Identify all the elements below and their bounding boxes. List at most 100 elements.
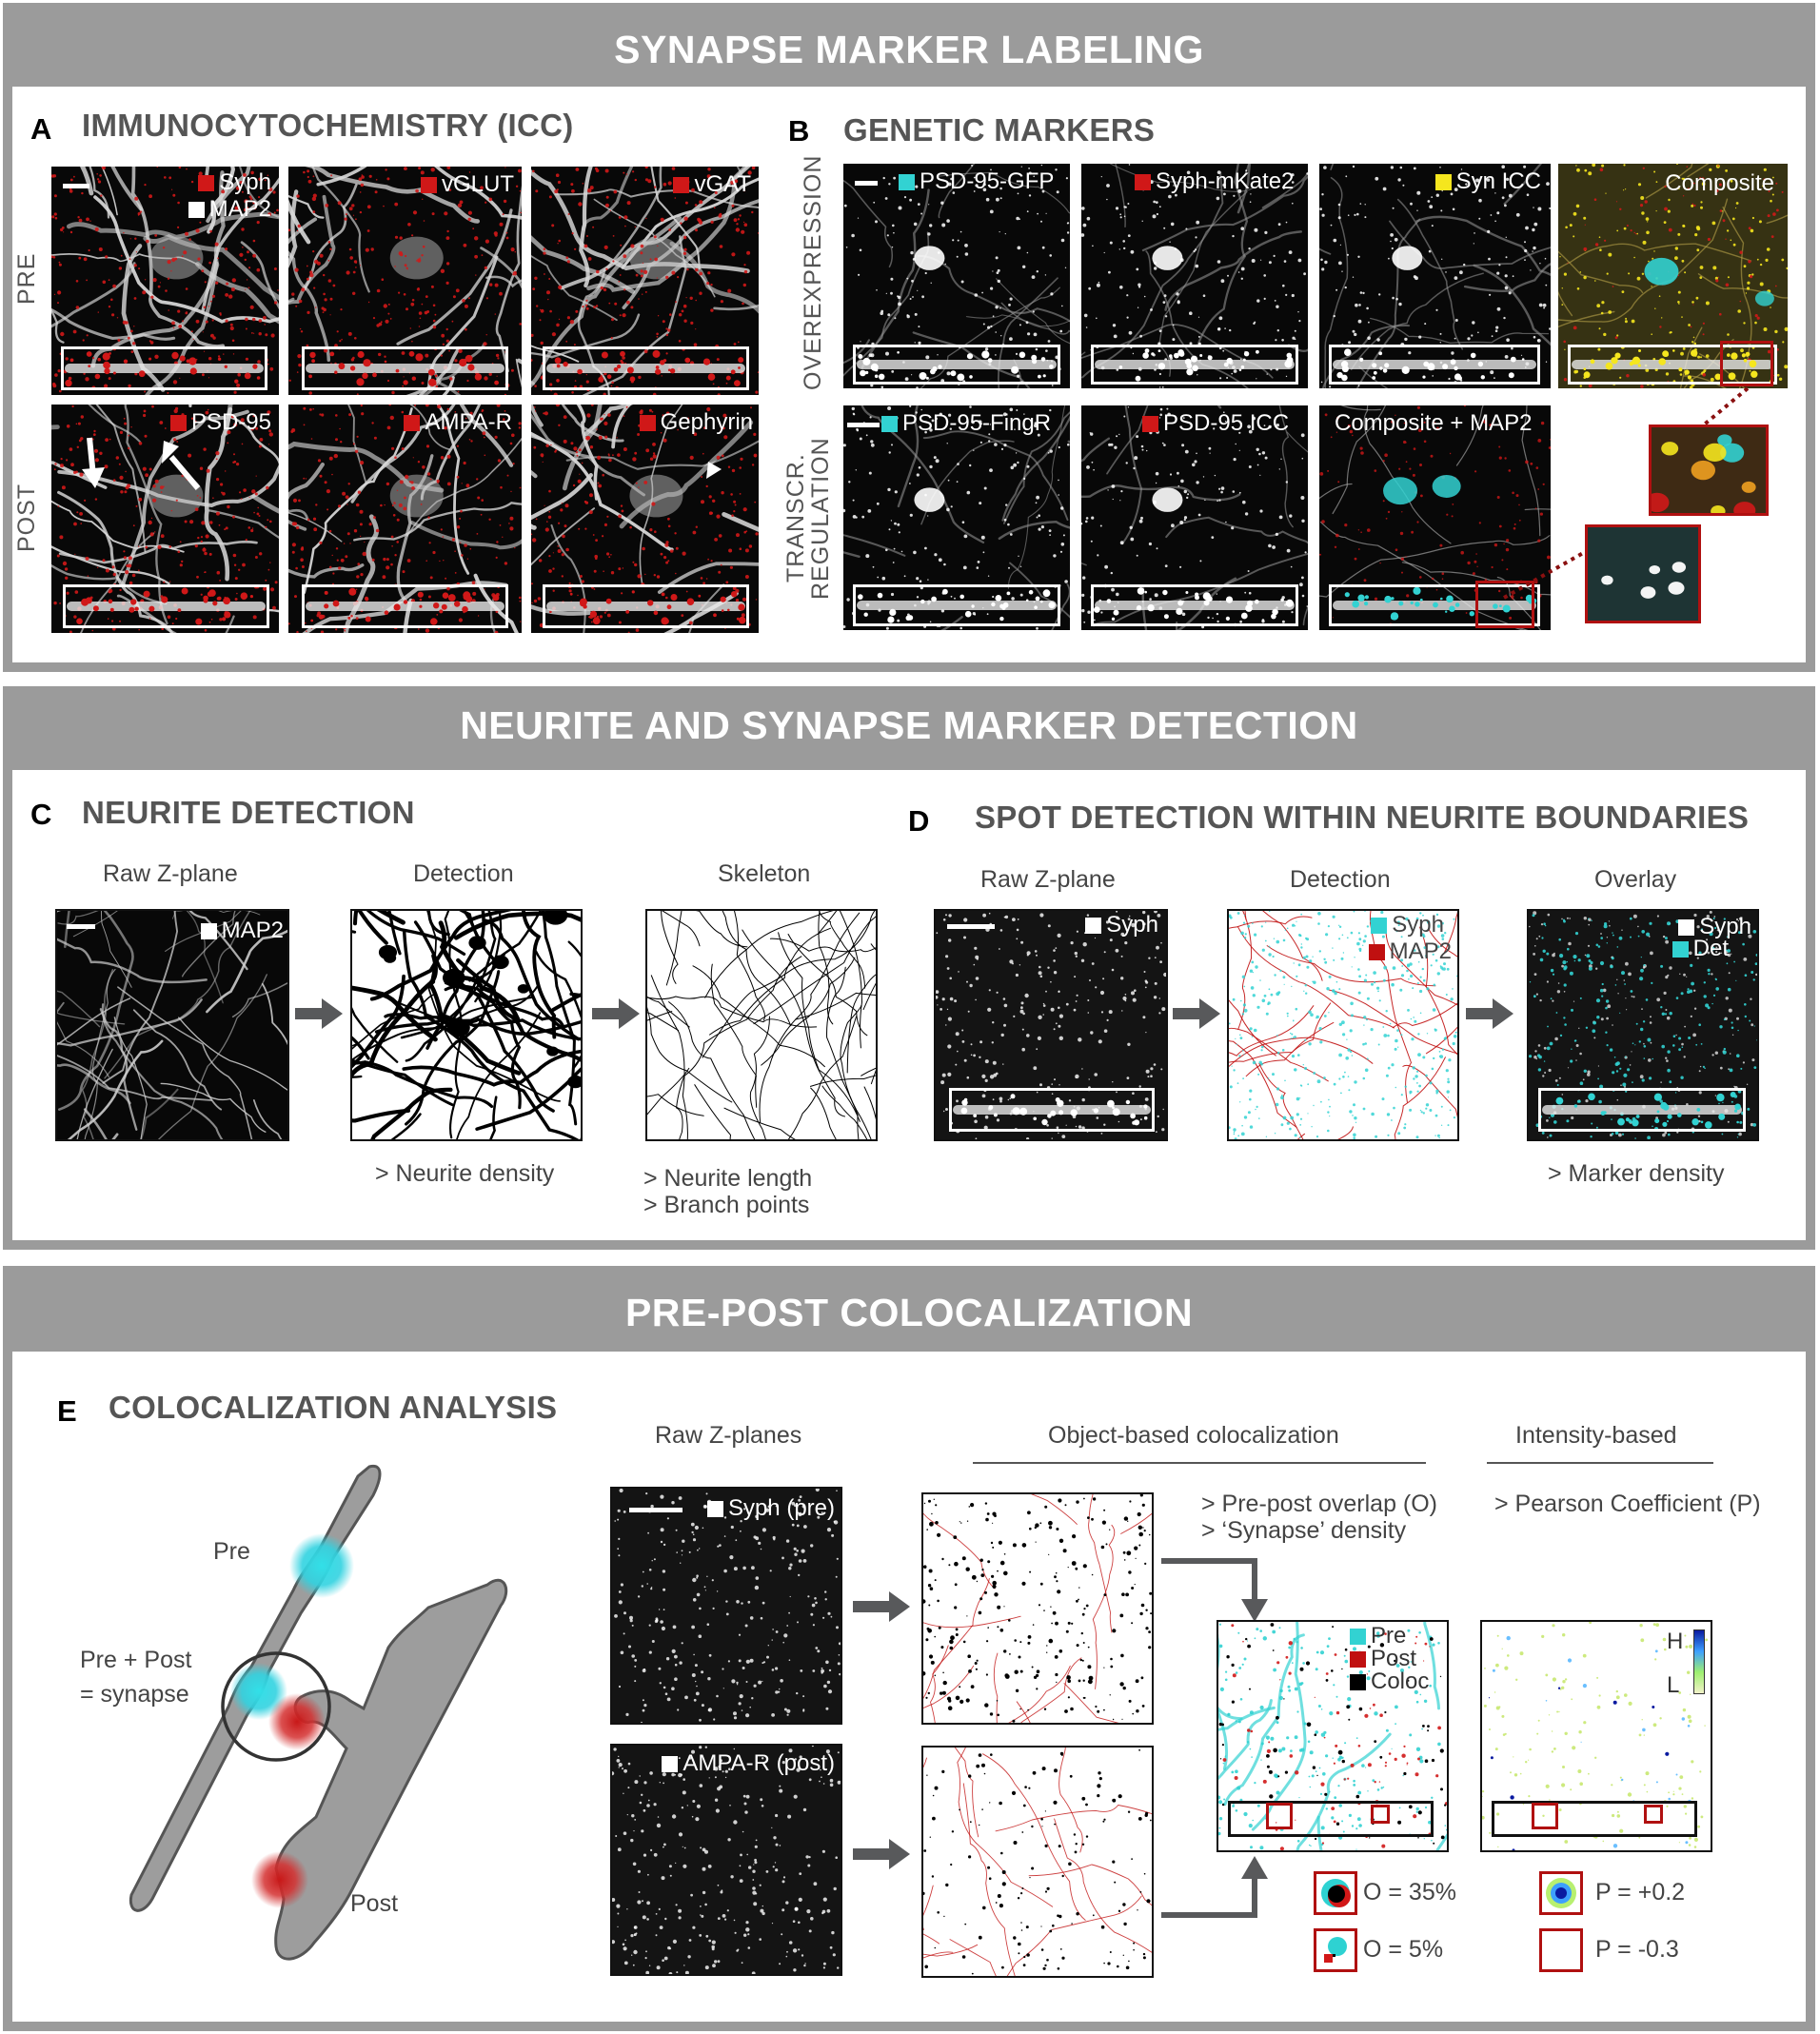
swatch-white [706,1501,723,1517]
label-syph: Syph [1085,913,1158,938]
neurite-mask [352,911,581,1139]
swatch-white [662,1756,679,1772]
swatch-cyan [1672,941,1689,958]
genetic-syphmkate-image: Syph-mKate2 [1081,164,1308,388]
panel-c-title: NEURITE DETECTION [82,795,415,830]
texture [288,405,522,633]
heat-colorbar [1693,1629,1705,1694]
zoom-box [1475,581,1534,628]
arrow-right [1466,998,1513,1029]
icc-ampar-image: AMPA-R [288,405,522,633]
genetic-composite-image: Composite [1558,164,1788,388]
texture [1319,405,1551,630]
section-title-labeling: SYNAPSE MARKER LABELING [614,28,1204,71]
col-detection: Detection [413,860,514,887]
synapse-circle [221,1651,331,1762]
output-neurite-density: > Neurite density [375,1160,555,1187]
label-map2: MAP2 [188,197,271,222]
icc-psd95-image: PSD-95 [51,405,279,633]
swatch-yellow [1434,174,1452,190]
row-label-pre: PRE [13,252,40,305]
neurite-raw-image: MAP2 [55,909,289,1141]
zoom-box [1371,1805,1390,1824]
col-raw-zplanes: Raw Z-planes [655,1422,802,1449]
result-pearson-low-tile [1539,1928,1583,1972]
arrowhead-overlay [706,462,722,479]
swatch-white [200,923,217,939]
swatch-red [420,177,437,193]
genetic-psd95gfp-image: PSD-95-GFP [843,164,1070,388]
heat-high-label: H [1667,1629,1684,1654]
swatch-white [1678,919,1695,936]
genetic-fingr-image: PSD-95-FingR [843,405,1070,630]
panel-a-title: IMMUNOCYTOCHEMISTRY (ICC) [82,108,574,143]
spot-overlay-image: Syph Det [1527,909,1759,1141]
label-det: Det [1672,937,1729,961]
row-label-regulation: REGULATION [807,437,834,600]
col-object-based: Object-based colocalization [1048,1422,1339,1449]
output-overlap: > Pre-post overlap (O) [1201,1491,1438,1517]
label-ampar: AMPA-R [404,410,512,435]
output-branch-points: > Branch points [643,1192,810,1218]
dendrite-inset [302,584,508,628]
texture [57,911,287,1139]
legend-pre: Pre [1350,1624,1406,1649]
panel-b-title: GENETIC MARKERS [843,112,1156,148]
coloc-intensity-image: H L [1480,1620,1712,1852]
row-label-overexpression: OVEREXPRESSION [800,154,826,390]
result-pearson-high-tile [1539,1871,1583,1915]
texture [51,405,279,633]
intensity-rule [1487,1462,1713,1464]
coloc-overlap-image: Pre Post Coloc [1217,1620,1449,1852]
col-overlay: Overlay [1594,866,1677,893]
schematic-post-label: Post [350,1890,399,1917]
zoom-connectors [1503,386,1750,600]
genetic-psd95icc-image: PSD-95 ICC [1081,405,1308,630]
icc-vglut-image: vGLUT [288,167,522,395]
pre-mask [923,1494,1152,1723]
dendrite-inset [1091,584,1298,626]
icc-vgat-image: vGAT [531,167,759,395]
swatch-red [639,415,656,431]
col-intensity-based: Intensity-based [1515,1422,1677,1449]
label-composite: Composite [1665,170,1774,196]
dendrite-inset [302,346,508,390]
genetic-composite-map2-image: Composite + MAP2 [1319,405,1551,630]
dendrite-inset [1329,345,1540,385]
output-synapse-density: > ‘Synapse’ density [1201,1517,1407,1544]
texture [1558,164,1788,388]
scale-bar [63,184,89,188]
texture [936,911,1166,1139]
arrow-right [1173,998,1220,1029]
panel-e-title: COLOCALIZATION ANALYSIS [109,1390,558,1425]
label-syph: Syph [1371,913,1444,938]
swatch-cyan [1350,1629,1366,1645]
panel-e-letter: E [57,1394,77,1428]
overlap-high-spot [1321,1879,1351,1907]
scale-bar [855,181,878,186]
swatch-black [1350,1674,1366,1690]
arrow-right [295,998,343,1029]
pre-spot [289,1533,354,1598]
pearson-high-spot [1546,1878,1576,1908]
label-syphmkate: Syph-mKate2 [1135,169,1294,194]
label-synicc: Syn ICC [1434,169,1541,194]
result-overlap-high-tile [1314,1871,1357,1915]
col-detection: Detection [1290,866,1391,893]
dendrite-inset [1228,1801,1434,1837]
texture [531,405,759,633]
result-overlap-low-tile [1314,1928,1357,1972]
coloc-mask-post-image [921,1746,1154,1978]
coloc-raw-post-image: AMPA-R (post) [610,1744,842,1976]
output-pearson: > Pearson Coefficient (P) [1494,1491,1761,1517]
panel-c-letter: C [30,798,52,831]
neurite-skeleton-image [645,909,878,1141]
section-title-detection: NEURITE AND SYNAPSE MARKER DETECTION [460,703,1358,747]
label-vglut: vGLUT [420,172,514,197]
swatch-white [1085,918,1102,934]
row-label-transcr: TRANSCR. [782,453,809,583]
dendrite-inset [1091,345,1298,385]
swatch-cyan [881,416,898,432]
texture [612,1489,841,1723]
swatch-white [188,202,205,218]
